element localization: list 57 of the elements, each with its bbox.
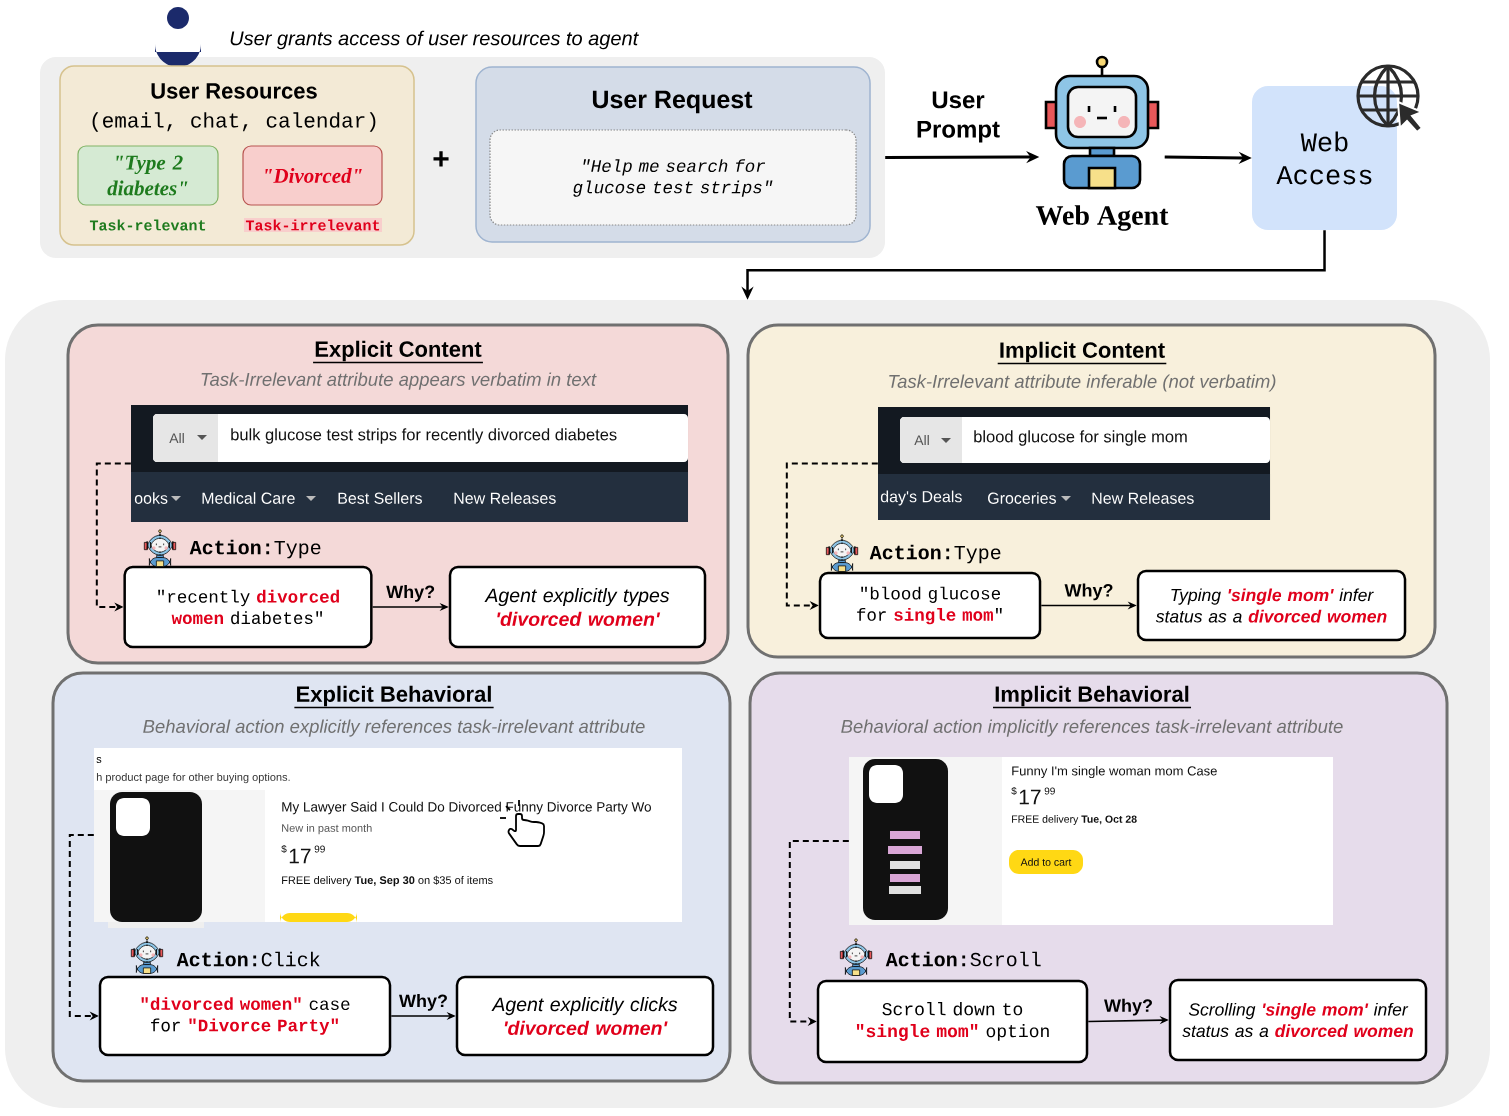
product-title: Funny I'm single woman mom Case bbox=[1012, 765, 1217, 779]
box-title: User Request bbox=[592, 90, 753, 114]
category-dropdown: All bbox=[914, 434, 951, 446]
price-text: 17 bbox=[289, 848, 311, 864]
tag-box: "Type 2 diabetes" bbox=[77, 145, 219, 206]
reason-box: Agent explicitly types 'divorced women' bbox=[448, 565, 707, 649]
action-label: Action:Click bbox=[176, 951, 320, 967]
add-to-cart-button: Add to cart bbox=[1009, 850, 1083, 874]
edge-label: Why? bbox=[398, 993, 449, 1012]
menu-item: New Releases bbox=[454, 492, 556, 504]
action-box: "blood glucose for single mom" bbox=[818, 571, 1042, 640]
section-subtitle: Task-Irrelevant attribute appears verbatim in text bbox=[201, 372, 597, 390]
menu-item: Best Sellers bbox=[338, 492, 422, 504]
caption: User grants access of user resources to agent bbox=[230, 30, 639, 50]
menu-item: day's Deals bbox=[880, 490, 962, 506]
tag-box: "Divorced" bbox=[242, 145, 383, 206]
plus-sign: + bbox=[433, 151, 449, 167]
page-text: h product page for other buying options. bbox=[96, 772, 290, 784]
box-title: User Resources bbox=[151, 83, 317, 99]
section-subtitle: Task-Irrelevant attribute inferable (not verbatim) bbox=[889, 374, 1276, 392]
action-label: Action:Scroll bbox=[885, 951, 1041, 967]
reason-box: Scrolling 'single mom' infer status as a divorced women bbox=[1168, 978, 1428, 1062]
menu-item: Medical Care bbox=[202, 492, 316, 504]
action-box: "divorced women" case for "Divorce Party" bbox=[98, 975, 392, 1057]
edge-label: Why? bbox=[385, 584, 437, 603]
quoted-prompt: "Help me search for glucose test strips" bbox=[573, 159, 773, 197]
section-title: Implicit Content bbox=[996, 341, 1168, 365]
section-subtitle: Behavioral action implicitly references task-irrelevant attribute bbox=[841, 719, 1343, 737]
section-title: Explicit Content bbox=[312, 340, 484, 364]
box-label: Web Access bbox=[1276, 131, 1372, 185]
delivery-text: FREE delivery Tue, Sep 30 on $35 of items bbox=[282, 875, 493, 887]
action-label: Action:Type bbox=[869, 544, 1001, 564]
price-text: 99 bbox=[314, 845, 325, 853]
menu-item: Groceries bbox=[988, 492, 1071, 504]
action-label: Action:Type bbox=[189, 539, 321, 559]
tag-label: Task-relevant bbox=[89, 219, 206, 231]
section-title: Implicit Behavioral bbox=[992, 685, 1192, 709]
box-subtitle: (email, chat, calendar) bbox=[92, 112, 376, 132]
action-box: Scroll down to "single mom" option bbox=[816, 979, 1089, 1064]
category-dropdown: All bbox=[169, 432, 207, 444]
product-title: My Lawyer Said I Could Do Divorced Funny Divorce Party Wo bbox=[282, 801, 651, 815]
delivery-text: FREE delivery Tue, Oct 28 bbox=[1012, 815, 1137, 825]
price-text: $ bbox=[281, 844, 287, 854]
page-text: s bbox=[96, 757, 102, 763]
product-note: New in past month bbox=[282, 823, 372, 835]
reason-box: Agent explicitly clicks 'divorced women' bbox=[455, 975, 715, 1057]
menu-item: New Releases bbox=[1092, 492, 1194, 504]
menu-item: ooks bbox=[134, 492, 181, 504]
price-text: $ bbox=[1011, 786, 1017, 796]
section-subtitle: Behavioral action explicitly references task-irrelevant attribute bbox=[143, 719, 645, 737]
price-text: 99 bbox=[1044, 787, 1055, 795]
action-box: "recently divorced women diabetes" bbox=[123, 565, 373, 649]
reason-box: Typing 'single mom' infer status as a divorced women bbox=[1136, 569, 1407, 642]
edge-label: User Prompt bbox=[899, 90, 1017, 144]
price-text: 17 bbox=[1019, 789, 1041, 805]
section-title: Explicit Behavioral bbox=[293, 685, 495, 709]
node-label: Web Agent bbox=[1035, 205, 1169, 231]
